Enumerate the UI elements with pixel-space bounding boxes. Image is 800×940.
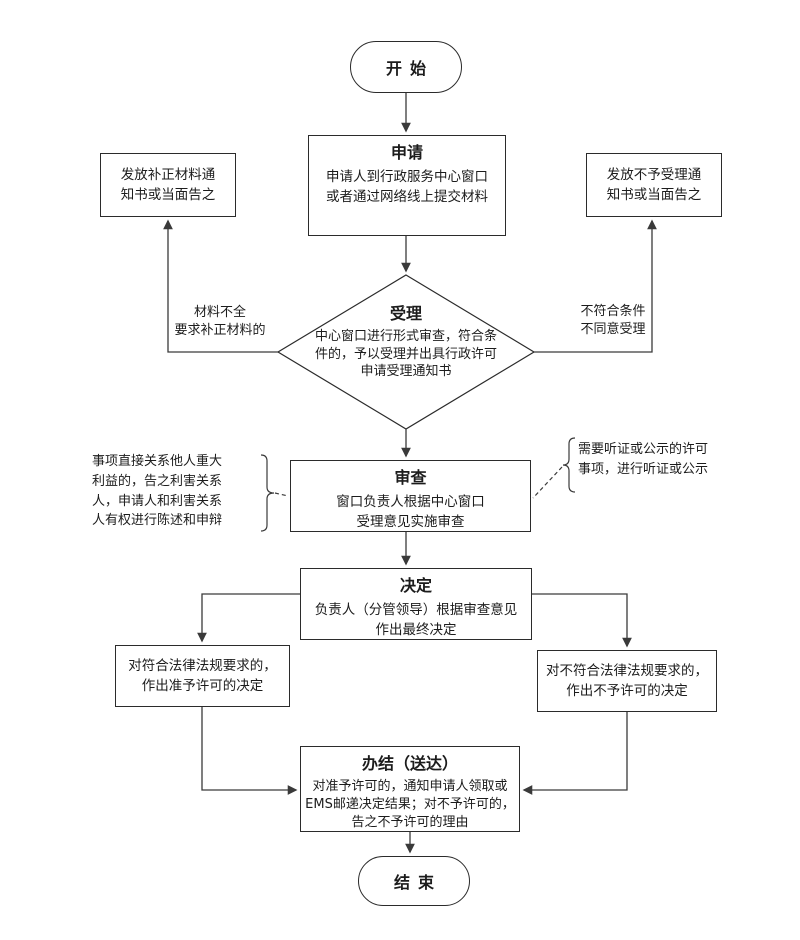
annotation-stakeholders: 事项直接关系他人重大 利益的，告之利害关系 人，申请人和利害关系 人有权进行陈述… xyxy=(92,454,223,529)
deny-body: 对不符合法律法规要求的， 作出不予许可的决定 xyxy=(546,662,708,699)
start-node: 开始 xyxy=(350,41,462,93)
rejection-notice-body: 发放不予受理通 知书或当面告之 xyxy=(606,166,702,203)
apply-title: 申请 xyxy=(390,143,423,162)
edge-approve-complete xyxy=(201,707,298,795)
edge-decision-approve xyxy=(197,593,300,643)
edge-decision-deny xyxy=(532,593,632,648)
review-body: 窗口负责人根据中心窗口 受理意见实施审查 xyxy=(336,493,485,530)
annotation-dashed-links xyxy=(274,466,563,499)
complete-body: 对准予许可的，通知申请人领取或 EMS邮递决定结果；对不予许可的， 告之不予许可… xyxy=(305,778,515,830)
complete-title: 办结（送达） xyxy=(361,754,458,773)
accept-title: 受理 xyxy=(389,304,422,323)
complete-node: 办结（送达） 对准予许可的，通知申请人领取或 EMS邮递决定结果；对不予许可的，… xyxy=(300,746,520,832)
supplement-notice-node: 发放补正材料通 知书或当面告之 xyxy=(100,153,236,217)
apply-body: 申请人到行政服务中心窗口 或者通过网络线上提交材料 xyxy=(326,168,488,205)
supplement-notice-body: 发放补正材料通 知书或当面告之 xyxy=(120,166,216,203)
decision-body: 负责人（分管领导）根据审查意见 作出最终决定 xyxy=(314,601,518,638)
review-node: 审查 窗口负责人根据中心窗口 受理意见实施审查 xyxy=(290,460,531,532)
edge-deny-complete xyxy=(522,712,628,795)
decision-node: 决定 负责人（分管领导）根据审查意见 作出最终决定 xyxy=(300,568,532,640)
annotation-hearing: 需要听证或公示的许可 事项，进行听证或公示 xyxy=(578,442,709,477)
review-title: 审查 xyxy=(394,468,427,487)
approve-body: 对符合法律法规要求的， 作出准予许可的决定 xyxy=(128,657,277,694)
apply-node: 申请 申请人到行政服务中心窗口 或者通过网络线上提交材料 xyxy=(308,135,506,236)
edge-accept-rejection xyxy=(534,219,657,353)
right-brace xyxy=(562,437,576,493)
accept-node: 受理 中心窗口进行形式审查，符合条 件的，予以受理并出具行政许可 申请受理通知书 xyxy=(281,303,531,381)
left-brace xyxy=(260,454,275,532)
dashed-link-left xyxy=(274,492,289,497)
end-node: 结束 xyxy=(358,856,470,906)
start-label: 开始 xyxy=(385,59,434,78)
edge-accept-supplement xyxy=(163,219,278,353)
edge-label-not-qualified: 不符合条件 不同意受理 xyxy=(580,304,646,337)
edge-label-incomplete: 材料不全 要求补正材料的 xyxy=(174,305,266,338)
deny-node: 对不符合法律法规要求的， 作出不予许可的决定 xyxy=(537,650,717,712)
flow-arrows xyxy=(163,93,657,854)
end-label: 结束 xyxy=(393,873,442,892)
decision-title: 决定 xyxy=(399,576,432,595)
rejection-notice-node: 发放不予受理通 知书或当面告之 xyxy=(586,153,722,217)
annotation-braces xyxy=(260,437,576,532)
accept-body: 中心窗口进行形式审查，符合条 件的，予以受理并出具行政许可 申请受理通知书 xyxy=(314,328,497,380)
dashed-link-right xyxy=(532,466,563,499)
approve-node: 对符合法律法规要求的， 作出准予许可的决定 xyxy=(115,645,290,707)
